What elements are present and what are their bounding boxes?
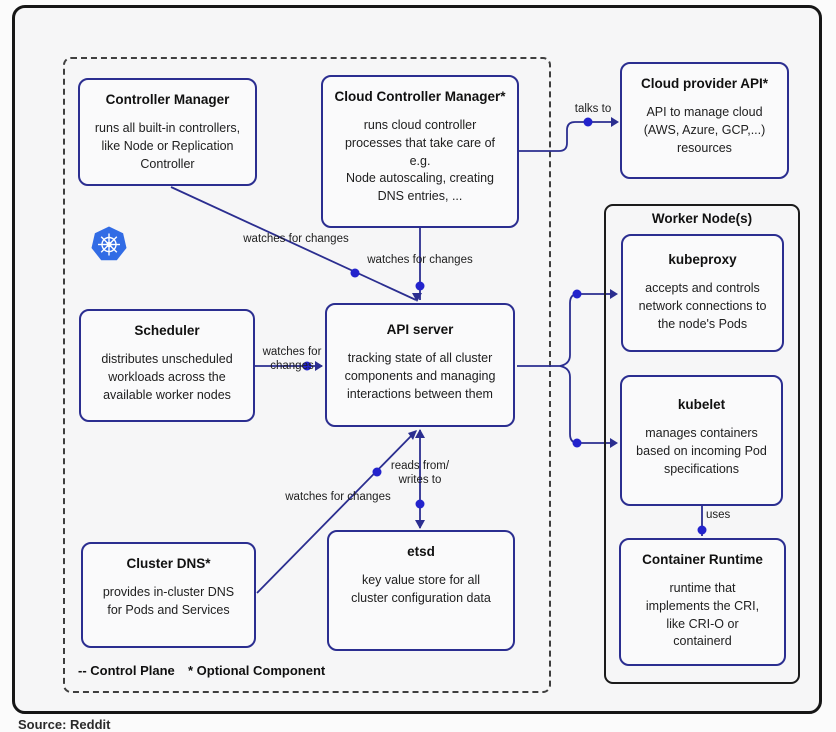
box-controller-manager: Controller Manager runs all built-in con…	[78, 78, 257, 186]
box-cloud-provider-api: Cloud provider API* API to manage cloud …	[620, 62, 789, 179]
box-title: etsd	[407, 544, 435, 559]
source-caption: Source: Reddit	[18, 717, 111, 732]
edge-label-talks-to: talks to	[574, 103, 612, 115]
box-title: Cloud Controller Manager*	[334, 89, 506, 104]
box-title: kubelet	[677, 397, 726, 412]
box-body: key value store for all cluster configur…	[351, 573, 491, 605]
edge-label-watches-cluster-dns: watches for changes	[285, 491, 391, 503]
box-body: runs all built-in controllers, like Node…	[94, 121, 241, 171]
edge-label-reads-writes: reads from/ writes to	[390, 460, 450, 487]
box-body: distributes unscheduled workloads across…	[101, 352, 233, 402]
box-body: manages containers based on incoming Pod…	[636, 426, 767, 476]
box-body: runs cloud controller processes that tak…	[344, 118, 496, 203]
box-cloud-controller-manager: Cloud Controller Manager* runs cloud con…	[321, 75, 519, 228]
worker-node-container	[604, 204, 800, 684]
box-body: tracking state of all cluster components…	[344, 351, 496, 401]
box-body: provides in-cluster DNS for Pods and Ser…	[102, 585, 235, 617]
box-kubelet: kubelet manages containers based on inco…	[620, 375, 783, 506]
box-etsd: etsd key value store for all cluster con…	[327, 530, 515, 651]
control-plane-dashed-boundary	[63, 57, 551, 693]
box-cluster-dns: Cluster DNS* provides in-cluster DNS for…	[81, 542, 256, 648]
box-body: accepts and controls network connections…	[638, 281, 767, 331]
box-title: kubeproxy	[668, 252, 737, 267]
box-title: API server	[386, 322, 454, 337]
box-title: Cluster DNS*	[126, 556, 211, 571]
edge-label-watches-cloud-controller-manager: watches for changes	[367, 254, 473, 266]
box-title: Scheduler	[134, 323, 200, 338]
worker-node-title: Worker Node(s)	[651, 211, 753, 226]
box-body: API to manage cloud (AWS, Azure, GCP,...…	[643, 105, 766, 155]
box-title: Cloud provider API*	[640, 76, 768, 91]
box-api-server: API server tracking state of all cluster…	[325, 303, 515, 427]
box-body: runtime that implements the CRI, like CR…	[645, 581, 760, 649]
box-title: Controller Manager	[105, 92, 230, 107]
legend-control-plane: -- Control Plane	[78, 663, 175, 678]
edge-label-uses: uses	[706, 509, 731, 521]
legend-optional-component: * Optional Component	[188, 663, 326, 678]
kubernetes-logo-icon	[91, 226, 127, 261]
box-kubeproxy: kubeproxy accepts and controls network c…	[621, 234, 784, 352]
box-title: Container Runtime	[642, 552, 763, 567]
edge-label-watches-controller-manager: watches for changes	[243, 233, 349, 245]
box-container-runtime: Container Runtime runtime that implement…	[619, 538, 786, 666]
box-scheduler: Scheduler distributes unscheduled worklo…	[79, 309, 255, 422]
edge-label-watches-scheduler: watches for changes	[262, 346, 322, 373]
